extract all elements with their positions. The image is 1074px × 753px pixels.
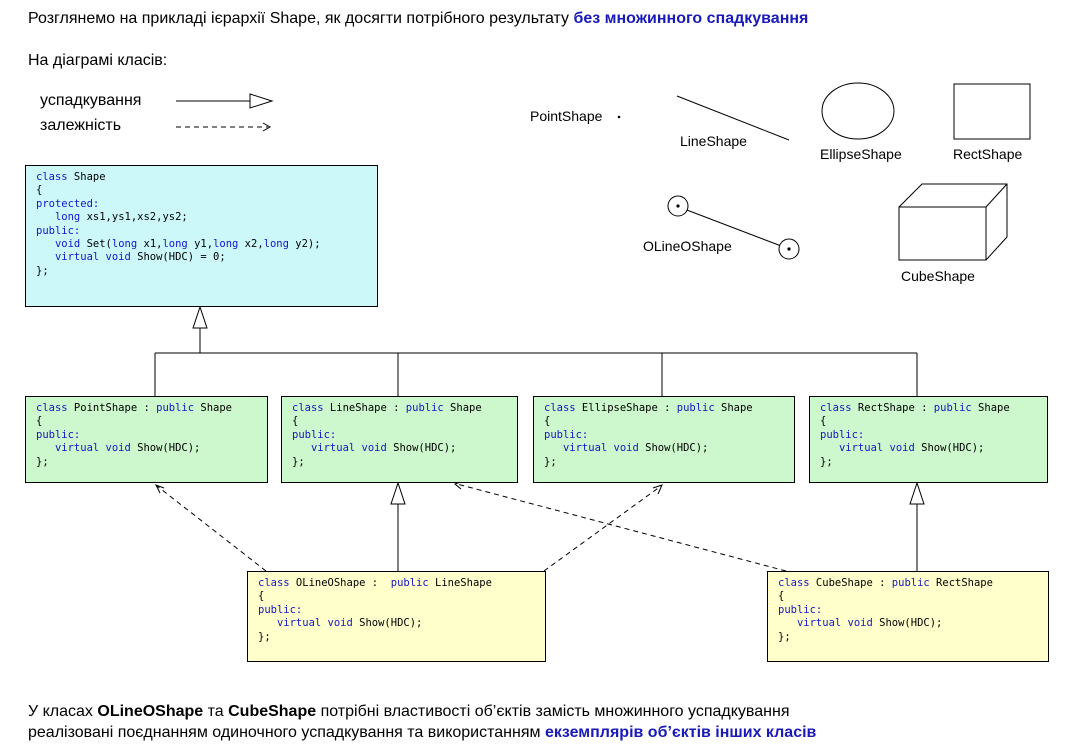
rect-shape-rect	[953, 83, 1031, 140]
line-shape-line	[676, 95, 790, 141]
legend-dependency-label: залежність	[40, 117, 122, 134]
footer-highlight: екземплярів об’єктів інших класів	[544, 724, 817, 741]
cube-shape-figure	[898, 183, 1008, 261]
class-box-ellipse-shape: class EllipseShape : public Shape { publ…	[533, 396, 795, 483]
cube-depends-line-arrow	[454, 480, 787, 572]
class-box-rect-shape: class RectShape : public Shape { public:…	[809, 396, 1048, 483]
intro-highlight: без множинного спадкування	[573, 10, 809, 27]
oline-depends-point-arrow	[154, 484, 267, 572]
footer-line-2: реалізовані поєднанням одиночного успадк…	[28, 724, 817, 741]
legend-dependency-arrow	[176, 122, 272, 132]
line-shape-label: LineShape	[680, 133, 747, 149]
footer-class-oline: OLineOShape	[97, 703, 204, 720]
rect-shape-label: RectShape	[953, 146, 1023, 162]
oline-shape-figure	[667, 195, 800, 260]
point-shape-label: PointShape	[530, 108, 603, 124]
footer-line-1: У класах OLineOShape та CubeShape потріб…	[28, 703, 790, 720]
intro-text: Розглянемо на прикладі ієрархії Shape, я…	[28, 10, 808, 28]
class-box-line-shape: class LineShape : public Shape { public:…	[281, 396, 518, 483]
class-box-cube-shape: class CubeShape : public RectShape { pub…	[767, 571, 1049, 662]
oline-depends-ellipse-arrow	[543, 484, 663, 572]
legend-inheritance-arrow	[176, 93, 274, 109]
cube-inherits-rect-arrow	[909, 481, 925, 571]
cube-shape-label: CubeShape	[901, 268, 975, 284]
footer-class-cube: CubeShape	[228, 703, 317, 720]
oline-shape-label: OLineOShape	[643, 238, 732, 254]
class-box-point-shape: class PointShape : public Shape { public…	[25, 396, 268, 483]
legend-inheritance-label: успадкування	[40, 92, 142, 109]
class-box-oline-shape: class OLineOShape : public LineShape { p…	[247, 571, 546, 662]
intro-prefix: Розглянемо на прикладі ієрархії Shape, я…	[28, 10, 574, 27]
ellipse-shape-label: EllipseShape	[820, 146, 902, 162]
class-box-shape: class Shape { protected: long xs1,ys1,xs…	[25, 165, 378, 307]
ellipse-shape-ellipse	[821, 82, 895, 140]
inheritance-tree	[154, 305, 918, 396]
oline-inherits-line-arrow	[390, 481, 406, 571]
point-shape-dot	[617, 115, 621, 119]
diagram-caption: На діаграмі класів:	[28, 52, 168, 69]
